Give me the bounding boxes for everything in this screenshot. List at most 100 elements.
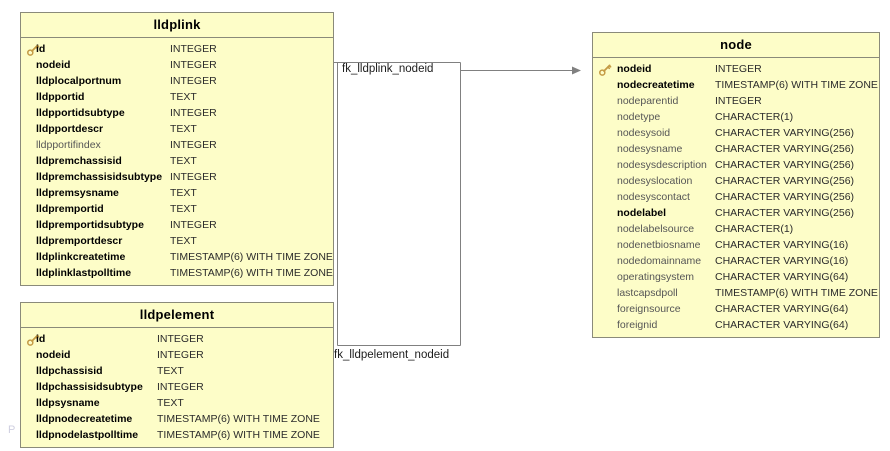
field-name: lldpportifindex — [36, 139, 101, 151]
field-type: INTEGER — [170, 219, 217, 231]
field-row[interactable]: lldpnodelastpolltime TIMESTAMP(6) WITH TI… — [21, 427, 333, 443]
field-name: nodeid — [36, 59, 71, 71]
field-name: nodecreatetime — [617, 79, 695, 91]
field-row[interactable]: lldpportid TEXT — [21, 89, 333, 105]
field-type: CHARACTER VARYING(256) — [715, 175, 855, 187]
field-name: id — [36, 333, 46, 345]
field-row[interactable]: id INTEGER — [21, 41, 333, 57]
field-name: id — [36, 43, 46, 55]
primary-key-icon — [21, 331, 45, 347]
field-name: nodetype — [617, 111, 661, 123]
field-name: lldpportdescr — [36, 123, 104, 135]
field-row[interactable]: nodetype CHARACTER(1) — [593, 109, 879, 125]
field-key-spacer — [593, 205, 617, 221]
field-row[interactable]: nodesyscontact CHARACTER VARYING(256) — [593, 189, 879, 205]
field-name: lldpsysname — [36, 397, 100, 409]
entity-title-node: node — [593, 33, 879, 58]
field-type: TIMESTAMP(6) WITH TIME ZONE — [715, 79, 878, 91]
field-key-spacer — [593, 109, 617, 125]
field-name: nodesysdescription — [617, 159, 707, 171]
field-key-spacer — [593, 157, 617, 173]
field-key-spacer — [593, 125, 617, 141]
watermark: P — [8, 424, 16, 436]
field-row[interactable]: nodecreatetime TIMESTAMP(6) WITH TIME ZON… — [593, 77, 879, 93]
field-name: nodeparentid — [617, 95, 679, 107]
field-key-spacer — [593, 141, 617, 157]
field-name: nodesyscontact — [617, 191, 690, 203]
field-key-spacer — [593, 189, 617, 205]
field-name: lldplocalportnum — [36, 75, 122, 87]
field-type: TIMESTAMP(6) WITH TIME ZONE — [157, 429, 320, 441]
field-name: lldpportid — [36, 91, 85, 103]
primary-key-icon — [21, 41, 45, 57]
field-row[interactable]: lldpportdescr TEXT — [21, 121, 333, 137]
relationship-label-fk-lldplink-nodeid: fk_lldplink_nodeid — [342, 63, 434, 75]
field-name: lldplinklastpolltime — [36, 267, 132, 279]
field-type: CHARACTER VARYING(64) — [715, 303, 849, 315]
field-name: lldpportidsubtype — [36, 107, 125, 119]
field-key-spacer — [593, 93, 617, 109]
field-type: CHARACTER(1) — [715, 223, 794, 235]
field-name: nodesyslocation — [617, 175, 693, 187]
field-type: INTEGER — [170, 43, 217, 55]
field-key-spacer — [593, 301, 617, 317]
field-type: CHARACTER VARYING(64) — [715, 271, 849, 283]
field-name: lldpremchassisidsubtype — [36, 171, 163, 183]
field-type: CHARACTER VARYING(256) — [715, 207, 855, 219]
field-type: INTEGER — [715, 63, 762, 75]
field-name: nodesysname — [617, 143, 683, 155]
field-type: CHARACTER(1) — [715, 111, 794, 123]
field-type: TEXT — [170, 123, 197, 135]
field-key-spacer — [593, 237, 617, 253]
field-key-spacer — [593, 253, 617, 269]
field-type: CHARACTER VARYING(64) — [715, 319, 849, 331]
field-row[interactable]: lldpportifindex INTEGER — [21, 137, 333, 153]
field-name: lldpremchassisid — [36, 155, 122, 167]
field-type: INTEGER — [170, 139, 217, 151]
field-name: lldpremsysname — [36, 187, 119, 199]
field-type: CHARACTER VARYING(256) — [715, 191, 855, 203]
field-type: TEXT — [170, 91, 197, 103]
field-name: lldpnodelastpolltime — [36, 429, 139, 441]
field-type: INTEGER — [715, 95, 762, 107]
field-row[interactable]: nodesyslocation CHARACTER VARYING(256) — [593, 173, 879, 189]
field-type: TIMESTAMP(6) WITH TIME ZONE — [170, 251, 333, 263]
field-row[interactable]: nodeparentid INTEGER — [593, 93, 879, 109]
field-key-spacer — [593, 317, 617, 333]
field-name: lldpremportdescr — [36, 235, 123, 247]
